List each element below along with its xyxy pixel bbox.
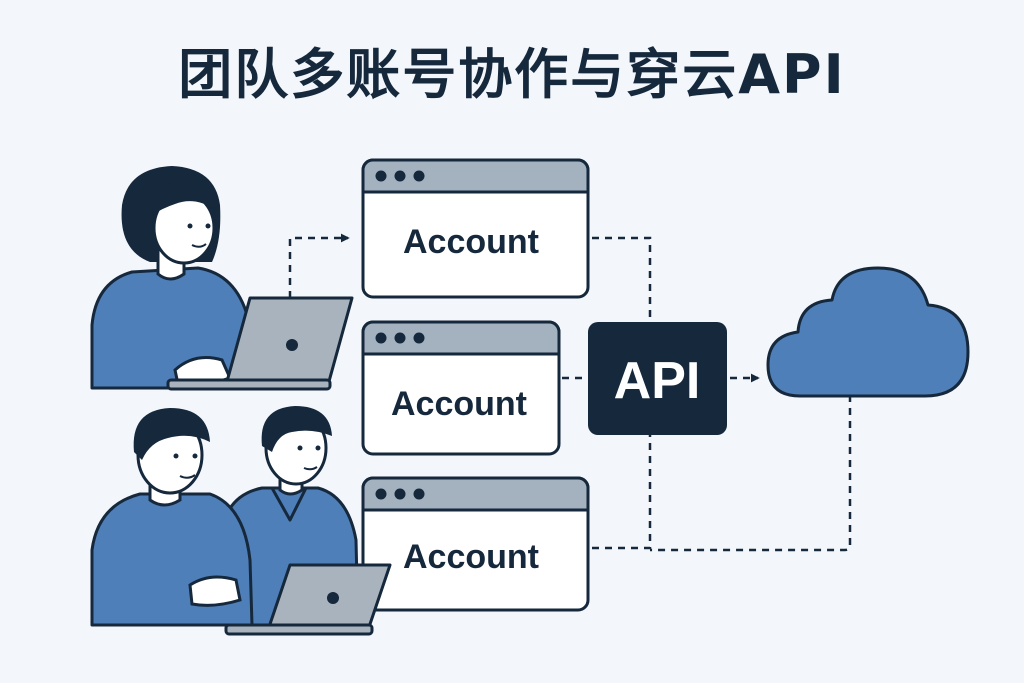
user-man-sweater (90, 408, 392, 636)
account-label: Account (391, 385, 527, 423)
api-box[interactable]: API (588, 322, 727, 435)
window-controls-icon (375, 332, 425, 344)
user-woman (90, 166, 354, 391)
connector-account3-to-api (592, 435, 652, 550)
page-title: 团队多账号协作与穿云API (178, 43, 846, 106)
person-icon (90, 166, 252, 390)
connector-cloud-to-account3 (650, 395, 852, 552)
connector-user1-to-account1 (288, 233, 350, 298)
laptop-icon (166, 296, 354, 391)
account-window-2[interactable]: Account (361, 320, 561, 456)
account-label: Account (403, 223, 539, 261)
window-controls-icon (375, 170, 425, 182)
cloud-icon (766, 266, 970, 398)
laptop-icon (224, 563, 392, 636)
connector-account1-to-api (592, 236, 652, 322)
person-icon (90, 408, 254, 627)
connectors (288, 233, 852, 552)
account-window-1[interactable]: Account (361, 158, 590, 299)
account-label: Account (403, 538, 539, 576)
window-controls-icon (375, 488, 425, 500)
api-label: API (614, 352, 701, 410)
account-window-3[interactable]: Account (361, 476, 590, 612)
